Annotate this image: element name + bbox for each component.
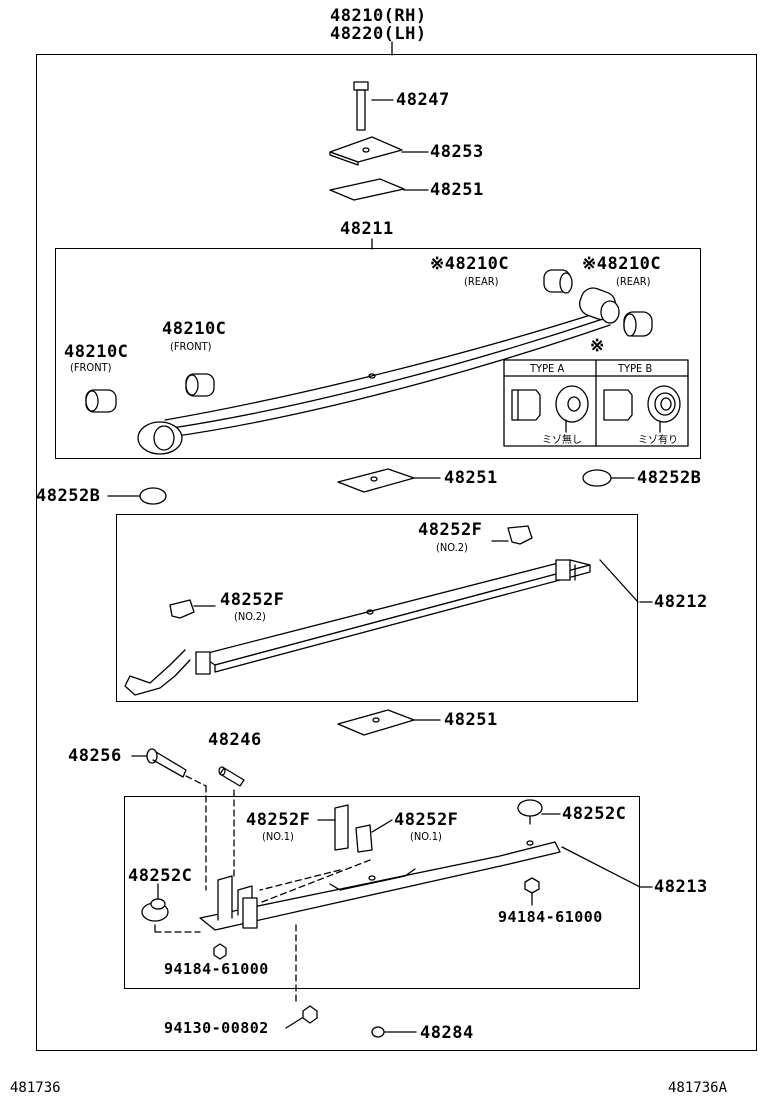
part-sub-48210c-front1: (FRONT) [170, 340, 212, 353]
part-label-48210c-rear2[interactable]: ※48210C [582, 254, 662, 274]
type-box-icon [503, 359, 689, 447]
part-label-48252c-left[interactable]: 48252C [128, 866, 193, 886]
assembly-number-rh: 48210(RH) [330, 6, 427, 26]
plate-48253-icon [329, 136, 429, 166]
part-label-48251-low[interactable]: 48251 [444, 710, 498, 730]
bolt-48247-icon [353, 81, 394, 131]
type-b-label: TYPE B [618, 362, 653, 375]
assembly-frame [36, 54, 757, 1051]
part-label-48252b-right[interactable]: 48252B [637, 468, 702, 488]
part-label-94184-left[interactable]: 94184-61000 [164, 960, 269, 978]
part-sub-48210c-rear1: (REAR) [464, 275, 499, 288]
part-label-48212[interactable]: 48212 [654, 592, 708, 612]
part-sub-48252f-no1b: (NO.1) [410, 830, 442, 843]
part-sub-48210c-front2: (FRONT) [70, 361, 112, 374]
part-label-48211[interactable]: 48211 [340, 219, 394, 239]
cap-48252b-left-icon [107, 487, 167, 505]
part-sub-48210c-rear2: (REAR) [616, 275, 651, 288]
clip-48252f-no1a-icon [317, 804, 349, 851]
nut-94184-left-icon [213, 943, 227, 960]
part-sub-48252f-left: (NO.2) [234, 610, 266, 623]
clip-48252f-left-icon [169, 599, 216, 619]
part-label-48247[interactable]: 48247 [396, 90, 450, 110]
type-reference-mark: ※ [590, 336, 605, 356]
bushing-rear2-icon [623, 311, 653, 337]
part-label-48252b-left[interactable]: 48252B [36, 486, 101, 506]
bushing-rear1-icon [543, 269, 573, 294]
leaf-48213-frame [124, 796, 640, 989]
type-a-note: ミゾ無し [542, 435, 582, 446]
illustration-code-right: 481736A [668, 1080, 728, 1096]
plate-48251-low-icon [337, 709, 441, 736]
plate-48251-mid-icon [337, 468, 441, 493]
assembly-number-lh: 48220(LH) [330, 24, 427, 44]
part-label-48210c-front2[interactable]: 48210C [64, 342, 129, 362]
part-label-48252f-no1b[interactable]: 48252F [394, 810, 459, 830]
bolt-48256-icon [131, 748, 187, 778]
part-label-48252c-right[interactable]: 48252C [562, 804, 627, 824]
part-label-48256[interactable]: 48256 [68, 746, 122, 766]
plate-48251-top-icon [329, 178, 429, 201]
part-label-94130[interactable]: 94130-00802 [164, 1019, 269, 1037]
leaf-spring-48212-icon [124, 559, 639, 696]
part-label-48252f-left[interactable]: 48252F [220, 590, 285, 610]
leaf-48212-frame [116, 514, 638, 702]
part-label-48210c-front1[interactable]: 48210C [162, 319, 227, 339]
part-label-48284[interactable]: 48284 [420, 1023, 474, 1043]
bushing-front2-icon [85, 389, 117, 413]
part-label-48251-top[interactable]: 48251 [430, 180, 484, 200]
cap-48252b-right-icon [582, 469, 635, 487]
part-label-48253[interactable]: 48253 [430, 142, 484, 162]
part-sub-48252f-no1a: (NO.1) [262, 830, 294, 843]
type-b-note: ミゾ有り [638, 435, 678, 446]
leaf-48211-frame [55, 248, 701, 459]
part-label-48210c-rear1[interactable]: ※48210C [430, 254, 510, 274]
leaf-spring-48213-icon [199, 840, 653, 931]
pin-48246-icon [218, 766, 245, 787]
nut-94130-icon [285, 1005, 318, 1029]
clip-48252f-top-icon [491, 525, 533, 545]
part-label-48251-mid[interactable]: 48251 [444, 468, 498, 488]
part-label-48252f-top[interactable]: 48252F [418, 520, 483, 540]
part-label-48252f-no1a[interactable]: 48252F [246, 810, 311, 830]
bushing-48284-icon [371, 1026, 417, 1038]
part-label-94184-right[interactable]: 94184-61000 [498, 908, 603, 926]
leaf-spring-48211-icon [137, 287, 620, 455]
nut-94184-right-icon [524, 877, 540, 906]
part-label-48213[interactable]: 48213 [654, 877, 708, 897]
bushing-front1-icon [185, 373, 215, 397]
bumper-48252c-right-icon [517, 799, 561, 825]
illustration-code-left: 481736 [10, 1080, 61, 1096]
type-a-label: TYPE A [530, 362, 565, 375]
part-sub-48252f-top: (NO.2) [436, 541, 468, 554]
part-label-48246[interactable]: 48246 [208, 730, 262, 750]
bumper-48252c-left-icon [141, 883, 169, 922]
clip-48252f-no1b-icon [355, 819, 393, 853]
